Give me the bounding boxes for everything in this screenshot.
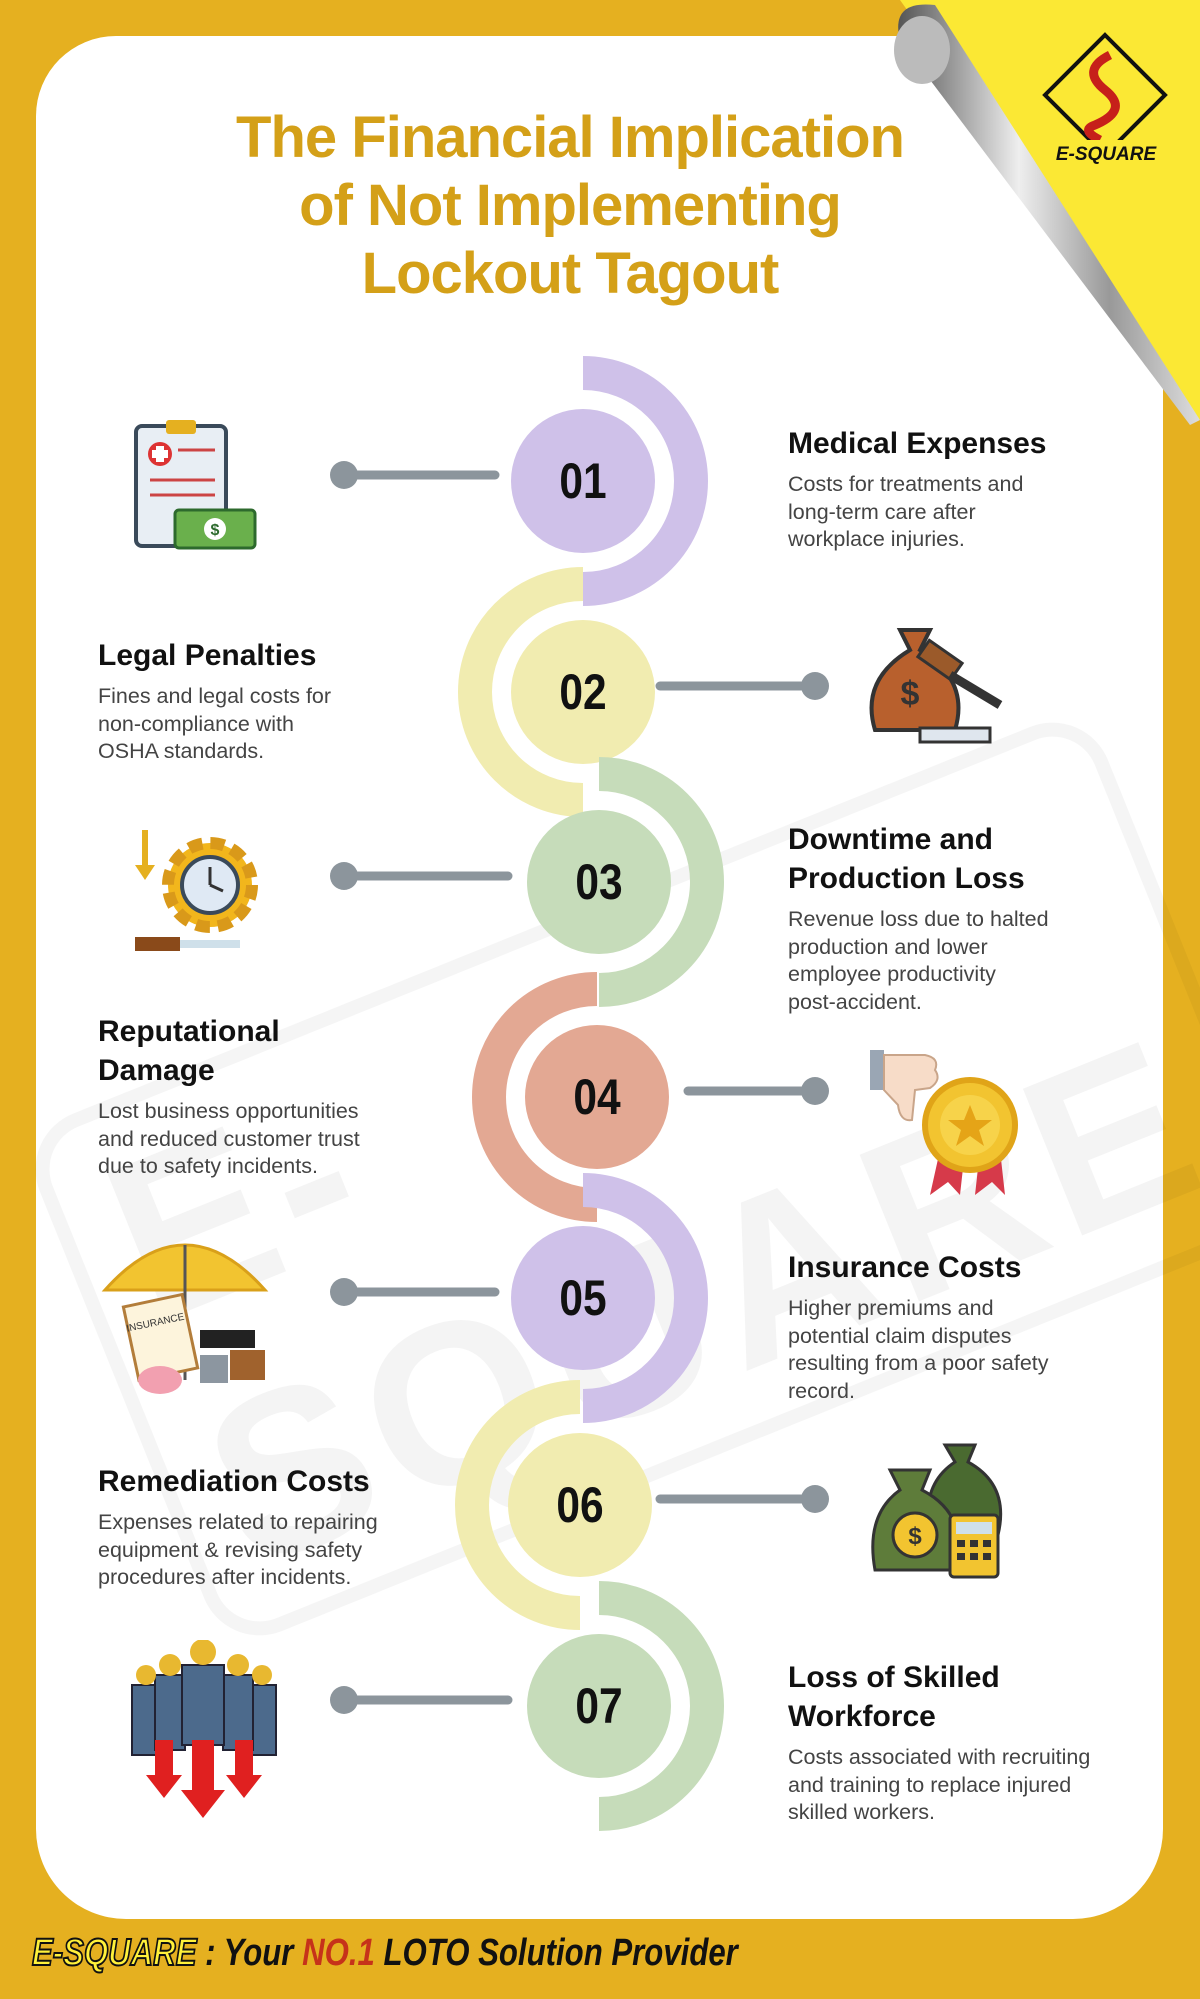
e-square-logo: E-SQUARE <box>1042 32 1168 165</box>
description-line: Lost business opportunities <box>98 1099 359 1123</box>
heading-line: Damage <box>98 1054 215 1087</box>
description-line: OSHA standards. <box>98 739 265 763</box>
step-circle <box>527 1634 671 1778</box>
connector-dot <box>330 1278 358 1306</box>
description-line: Expenses related to repairing <box>98 1510 378 1534</box>
title-line-3: Lockout Tagout <box>361 241 780 306</box>
connector-dot <box>330 461 358 489</box>
item-heading: Insurance Costs <box>788 1248 1021 1287</box>
step-number: 02 <box>559 664 607 720</box>
step-circle <box>508 1433 652 1577</box>
description-line: Fines and legal costs for <box>98 684 332 708</box>
step-circle <box>511 1226 655 1370</box>
timeline-arc <box>598 757 724 1007</box>
footer-brand: E-SQUARE <box>31 1931 197 1975</box>
item-description: Higher premiums and potential claim dispu… <box>788 1295 1049 1405</box>
description-line: post-accident. <box>788 989 922 1014</box>
heading-line: Insurance Costs <box>788 1251 1022 1284</box>
step-number: 06 <box>556 1477 604 1533</box>
connector-dot <box>801 672 829 700</box>
timeline-arc <box>582 356 708 606</box>
description-line: workplace injuries. <box>788 527 965 551</box>
timeline-arc <box>582 1173 708 1423</box>
heading-line: Remediation Costs <box>98 1465 370 1498</box>
connector-dot <box>801 1077 829 1105</box>
step-number: 05 <box>559 1270 607 1326</box>
connector-dot <box>330 1686 358 1714</box>
gear-clock-icon <box>135 830 258 951</box>
step-number: 07 <box>575 1678 623 1734</box>
description-line: Higher premiums and <box>788 1296 994 1320</box>
step-circle <box>527 810 671 954</box>
description-line: non-compliance with <box>98 711 294 736</box>
title-line-1: The Financial Implication <box>236 105 905 170</box>
item-description: Revenue loss due to halted production and… <box>788 906 1049 1016</box>
description-line: equipment & revising safety <box>98 1537 363 1562</box>
heading-line: Legal Penalties <box>98 639 317 672</box>
footer-tagline: E-SQUARE : Your NO.1 LOTO Solution Provi… <box>31 1931 738 1975</box>
description-line: employee productivity <box>788 962 996 986</box>
heading-line: Downtime and <box>788 823 994 856</box>
description-line: skilled workers. <box>788 1800 935 1824</box>
item-description: Lost business opportunities and reduced c… <box>98 1098 360 1181</box>
step-circle <box>525 1025 669 1169</box>
workforce-decline-icon <box>131 1640 277 1818</box>
description-line: long-term care after <box>788 499 976 524</box>
description-line: Revenue loss due to halted <box>788 907 1049 931</box>
connector-dot <box>801 1485 829 1513</box>
title-line-2: of Not Implementing <box>299 173 842 238</box>
svg-text:$: $ <box>901 675 920 713</box>
timeline-arc <box>458 567 584 817</box>
item-description: Costs associated with recruiting and trai… <box>788 1744 1090 1827</box>
item-description: Expenses related to repairing equipment &… <box>98 1509 378 1592</box>
medical-bill-icon: $ <box>134 420 257 550</box>
heading-line: Loss of Skilled <box>788 1661 1000 1694</box>
heading-line: Workforce <box>788 1700 936 1733</box>
svg-text:$: $ <box>211 522 220 539</box>
step-circle <box>511 620 655 764</box>
timeline-arc <box>455 1380 581 1630</box>
money-bags-calculator-icon: $ <box>871 1443 1003 1579</box>
description-line: potential claim disputes <box>788 1323 1012 1348</box>
description-line: production and lower <box>788 934 988 959</box>
description-line: resulting from a poor safety <box>788 1351 1049 1375</box>
step-circle <box>511 409 655 553</box>
svg-text:$: $ <box>908 1523 922 1550</box>
insurance-umbrella-icon: INSURANCE <box>101 1243 269 1394</box>
heading-line: Medical Expenses <box>788 427 1047 460</box>
description-line: record. <box>788 1378 855 1403</box>
step-number: 03 <box>575 854 623 910</box>
step-number: 01 <box>559 453 607 509</box>
heading-line: Reputational <box>98 1015 280 1048</box>
description-line: procedures after incidents. <box>98 1565 352 1589</box>
item-heading: Legal Penalties <box>98 636 316 675</box>
step-number: 04 <box>573 1069 621 1125</box>
timeline-arc <box>598 1581 724 1831</box>
svg-text:E-SQUARE: E-SQUARE <box>1056 144 1158 165</box>
footer-highlight: NO.1 <box>302 1932 375 1974</box>
item-description: Costs for treatments and long-term care a… <box>788 471 1023 554</box>
description-line: and reduced customer trust <box>98 1126 360 1151</box>
description-line: Costs for treatments and <box>788 472 1024 496</box>
item-description: Fines and legal costs for non-compliance … <box>98 683 331 766</box>
heading-line: Production Loss <box>788 862 1025 895</box>
connector-dot <box>330 862 358 890</box>
description-line: and training to replace injured <box>788 1772 1072 1797</box>
description-line: Costs associated with recruiting <box>788 1745 1091 1769</box>
item-heading: Remediation Costs <box>98 1462 370 1501</box>
thumbs-down-badge-icon <box>870 1050 1018 1195</box>
description-line: due to safety incidents. <box>98 1154 318 1178</box>
item-heading: Medical Expenses <box>788 424 1046 463</box>
timeline-arc <box>472 972 598 1222</box>
money-bag-gavel-icon: $ <box>869 628 1003 744</box>
